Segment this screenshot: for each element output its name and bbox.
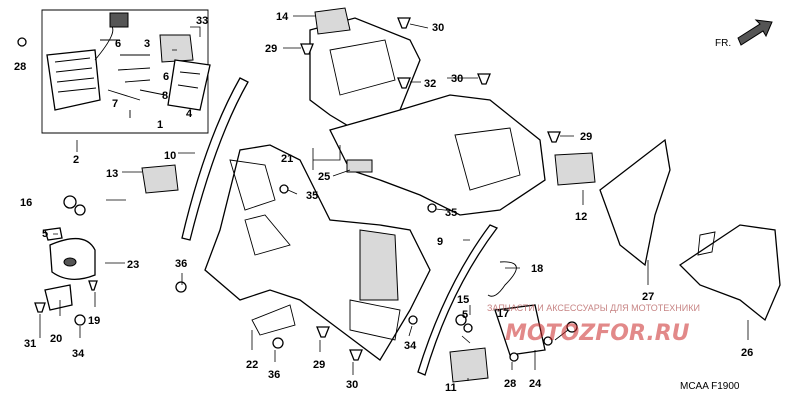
callout-34a: 34 <box>72 348 85 360</box>
callout-21: 21 <box>281 153 293 165</box>
callout-9: 9 <box>437 236 443 248</box>
watermark: ЗАПЧАСТИ И АКСЕССУАРЫ ДЛЯ МОТОТЕХНИКИ MO… <box>487 303 700 346</box>
callout-23: 23 <box>127 259 139 271</box>
callout-7: 7 <box>112 98 118 110</box>
callout-14: 14 <box>276 11 289 23</box>
callout-numbers: 1 2 3 4 5 6 6 7 8 10 9 11 12 13 14 15 16… <box>14 11 753 394</box>
callout-5c: 5 <box>462 309 468 321</box>
callout-35a: 35 <box>306 190 318 202</box>
front-direction-arrow: FR. <box>715 19 773 49</box>
callout-29a: 29 <box>265 43 277 55</box>
callout-18: 18 <box>531 263 543 275</box>
callout-22: 22 <box>246 359 258 371</box>
callout-3: 3 <box>144 38 150 50</box>
callout-8: 8 <box>162 90 168 102</box>
callout-31: 31 <box>24 338 36 350</box>
callout-36b: 36 <box>268 369 280 381</box>
callout-24: 24 <box>529 378 542 390</box>
callout-4: 4 <box>186 108 193 120</box>
callout-28a: 28 <box>14 61 26 73</box>
callout-19: 19 <box>88 315 100 327</box>
callout-29b: 29 <box>580 131 592 143</box>
callout-26: 26 <box>741 347 753 359</box>
callout-6b: 6 <box>163 71 169 83</box>
callout-30b: 30 <box>451 73 463 85</box>
callout-30a: 30 <box>432 22 444 34</box>
upper-cowl <box>309 17 546 216</box>
side-panels <box>599 138 781 322</box>
callout-15: 15 <box>457 294 469 306</box>
callout-6a: 6 <box>115 38 121 50</box>
callout-16: 16 <box>20 197 32 209</box>
watermark-text: ЗАПЧАСТИ И АКСЕССУАРЫ ДЛЯ МОТОТЕХНИКИ <box>487 303 700 313</box>
leader-lines <box>39 15 749 381</box>
callout-35b: 35 <box>445 207 457 219</box>
callout-30c: 30 <box>346 379 358 391</box>
callout-28b: 28 <box>504 378 516 390</box>
direction-label: FR. <box>715 38 731 49</box>
small-parts <box>34 7 596 383</box>
callout-2: 2 <box>73 154 79 166</box>
callout-12: 12 <box>575 211 587 223</box>
inner-cowl-center <box>204 144 431 361</box>
callout-10: 10 <box>164 150 176 162</box>
callout-34b: 34 <box>404 340 417 352</box>
callout-36a: 36 <box>175 258 187 270</box>
callout-1: 1 <box>157 119 163 131</box>
callout-20: 20 <box>50 333 62 345</box>
watermark-logo: MOTOZFOR.RU <box>505 321 690 346</box>
callout-32: 32 <box>424 78 436 90</box>
callout-11: 11 <box>445 382 457 394</box>
callout-25: 25 <box>318 171 330 183</box>
callout-13: 13 <box>106 168 118 180</box>
callout-29c: 29 <box>313 359 325 371</box>
garnish-strips <box>181 77 499 376</box>
callout-5a: 5 <box>42 228 48 240</box>
diagram-code: MCAA F1900 <box>680 381 740 392</box>
switch-assembly-box <box>17 9 211 134</box>
callout-17: 17 <box>497 308 509 320</box>
callout-27: 27 <box>642 291 654 303</box>
callout-33: 33 <box>196 15 208 27</box>
